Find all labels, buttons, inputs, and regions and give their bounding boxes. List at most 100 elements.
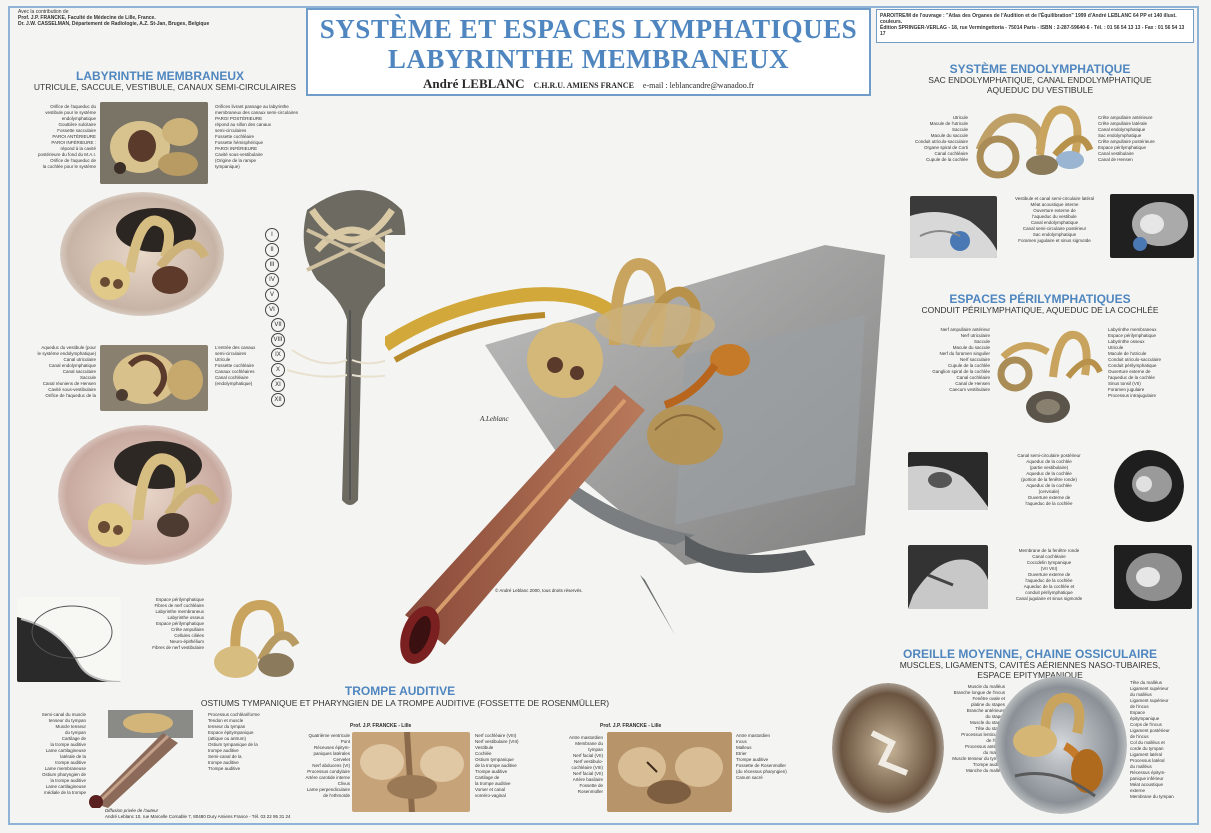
label-peri-mid1: Canal semi-circulaire postérieur bbox=[1017, 453, 1081, 458]
label-trompe-mid-right: Vomer et canal bbox=[475, 787, 506, 792]
label-oreille-left: Tête du stapes bbox=[975, 726, 1005, 731]
label-oreille-left: Fenêtre ovale et bbox=[972, 696, 1005, 701]
ampulla-model-illustration bbox=[206, 590, 300, 682]
label-trompe-r-right: Etrier bbox=[736, 751, 747, 756]
vignette-skull-ear bbox=[832, 683, 944, 813]
ct-scan-perilymph-1-image bbox=[908, 452, 988, 510]
label-oreille-right: Ligament latéral bbox=[1130, 752, 1163, 757]
label-peri-mid2: Aqueduc de la cochlée et bbox=[1023, 584, 1075, 589]
label-trompe-left: Ostium pharyngien de bbox=[41, 772, 86, 777]
label-endo-mid: Canal semi-circulaire postérieur bbox=[1022, 226, 1087, 231]
ct-scan-endolymph-left bbox=[910, 196, 997, 258]
vignette-labyrinth-1 bbox=[60, 192, 225, 317]
cranial-nerve-numeral: I bbox=[265, 228, 279, 242]
label-oreille-right: Ligament supérieur bbox=[1130, 686, 1169, 691]
label-lab-a-right: (Origine de la rampe bbox=[215, 158, 257, 163]
endolymph-system-illustration bbox=[970, 95, 1095, 187]
label-lab-a-right: Fossette hémisphérique bbox=[215, 140, 264, 145]
label-peri-mid2: l'aqueduc de la cochlée bbox=[1025, 578, 1073, 583]
label-trompe-r-right: (du récessus pharyngien) bbox=[736, 769, 787, 774]
label-lab-a-right: tympanique) bbox=[215, 164, 240, 169]
label-oreille-right: du malléus bbox=[1130, 764, 1152, 769]
labels-trompe-mid-right: Nerf cochléaire (VIII)Nerf vestibulaire … bbox=[475, 733, 545, 799]
label-trompe-r-right: Trompe auditive bbox=[736, 757, 769, 762]
label-lab-a-right: PAROI INFÉRIEURE bbox=[215, 146, 258, 151]
label-lab-a-right: semi-circulaires bbox=[215, 128, 247, 133]
label-oreille-left: du malléus bbox=[983, 750, 1005, 755]
label-oreille-right: corde du tympan bbox=[1130, 746, 1164, 751]
label-peri-left: Caecum vestibulaire bbox=[949, 387, 990, 392]
mri-perilymph-2-image bbox=[1114, 545, 1192, 609]
labyrinth-model-1 bbox=[60, 192, 224, 316]
cranial-nerve-numeral: VII bbox=[271, 318, 285, 332]
label-lab-a-right: Orifices livrant passage au labyrinthe bbox=[215, 104, 289, 109]
label-oreille-left: du stapes bbox=[985, 714, 1005, 719]
title-line1: SYSTÈME ET ESPACES LYMPHATIQUES bbox=[319, 14, 858, 44]
label-oreille-left: Muscle du malléus bbox=[967, 684, 1005, 689]
label-peri-left: Ganglion spiral de la cochlée bbox=[932, 369, 990, 374]
label-lab-c-right: Neuro-épithélium bbox=[169, 639, 204, 644]
label-endo-left: Utricule bbox=[952, 115, 968, 120]
label-endo-right: Crête ampullaire postérieure bbox=[1098, 139, 1155, 144]
main-ear-illustration bbox=[385, 235, 895, 665]
label-lab-b-left: le système endolymphatique) bbox=[37, 351, 96, 356]
label-trompe-mid-left: Artère carotide interne bbox=[305, 775, 350, 780]
author-email: e-mail : leblancandre@wanadoo.fr bbox=[642, 81, 755, 90]
label-endo-right: Espace périlymphatique bbox=[1098, 145, 1147, 150]
label-trompe-r-right: Malleus bbox=[736, 745, 752, 750]
label-endo-mid: Ouverture externe de bbox=[1033, 208, 1076, 213]
label-trompe-r-left: cochléaire (VIII) bbox=[571, 765, 603, 770]
label-lab-a-left: Orifice de l'aqueduc de bbox=[50, 158, 96, 163]
label-endo-mid: l'aqueduc du vestibule bbox=[1032, 214, 1077, 219]
section-subtitle-oreille-1: MUSCLES, LIGAMENTS, CAVITÉS AÉRIENNES NA… bbox=[899, 660, 1161, 670]
label-oreille-left: Muscle tenseur du tympan bbox=[952, 756, 1005, 761]
label-oreille-right: de l'incus bbox=[1130, 704, 1149, 709]
publisher-line2: Édition SPRINGER-VERLAG - 18, rue Vermin… bbox=[880, 25, 1185, 37]
section-subtitle-endolymph-2: AQUEDUC DU VESTIBULE bbox=[986, 85, 1094, 95]
label-trompe-right: Semi-canal de la bbox=[208, 754, 242, 759]
label-endo-right: Canal vestibulaire bbox=[1098, 151, 1134, 156]
label-endo-left: Macule de l'utricule bbox=[929, 121, 968, 126]
label-oreille-left: Branche longue de l'incus bbox=[953, 690, 1005, 695]
label-peri-right: Conduit périlymphatique bbox=[1108, 363, 1157, 368]
ct-scan-perilymph-2-image bbox=[908, 545, 988, 609]
label-peri-right: Labyrinthe osseux bbox=[1108, 339, 1145, 344]
label-lab-c-right: Espace périlymphatique bbox=[155, 597, 204, 602]
label-peri-mid1: l'aqueduc de la cochlée bbox=[1025, 501, 1073, 506]
section-anatomic-slice-1 bbox=[352, 732, 470, 812]
label-peri-mid1: (portion de la fenêtre ronde) bbox=[1021, 477, 1077, 482]
section-subtitle-oreille-2: ESPACE EPITYMPANIQUE bbox=[977, 670, 1083, 680]
label-lab-a-left: endolymphatique bbox=[61, 116, 96, 121]
cranial-nerve-numeral: IV bbox=[265, 273, 279, 287]
diffusion-address: André Leblanc 10, rue Marcelle Cornable … bbox=[105, 813, 291, 819]
label-lab-c-right: Labyrinthe membraneux bbox=[155, 609, 204, 614]
label-lab-c-right: Fibres de nerf vestibulaire bbox=[152, 645, 204, 650]
label-trompe-left: Cartilage de bbox=[61, 736, 86, 741]
label-oreille-right: Récessus épitym- bbox=[1130, 770, 1166, 775]
label-endo-mid: Sac endolymphatique bbox=[1032, 232, 1077, 237]
label-peri-left: Canal cochléaire bbox=[956, 375, 990, 380]
label-trompe-mid-right: de la trompe auditive bbox=[475, 763, 517, 768]
label-peri-right: Sinus tonsil (VII) bbox=[1108, 381, 1141, 386]
section-title-labyrinthe: LABYRINTHE MEMBRANEUX bbox=[76, 69, 244, 83]
label-trompe-left: Lame cartilagineuse bbox=[45, 784, 86, 789]
label-lab-c-right: Cellules ciliées bbox=[174, 633, 204, 638]
plate-trompe-model bbox=[88, 708, 203, 808]
cranial-nerve-numeral: VIII bbox=[271, 333, 285, 347]
label-endo-right: Crête ampullaire antérieure bbox=[1098, 115, 1153, 120]
label-trompe-left: la trompe auditive bbox=[50, 778, 86, 783]
label-endo-left: Organe spiral de Corti bbox=[923, 145, 968, 150]
label-trompe-left: médiale de la trompe bbox=[43, 790, 86, 795]
label-trompe-left: trompe auditive bbox=[55, 760, 86, 765]
vestibule-bony-illustration bbox=[100, 102, 208, 184]
label-trompe-right: (attique ou antrum) bbox=[208, 736, 247, 741]
section-anatomic-slice-2 bbox=[607, 732, 732, 812]
label-peri-right: l'aqueduc de la cochlée bbox=[1108, 375, 1155, 380]
label-peri-right: Ouverture externe de bbox=[1108, 369, 1151, 374]
